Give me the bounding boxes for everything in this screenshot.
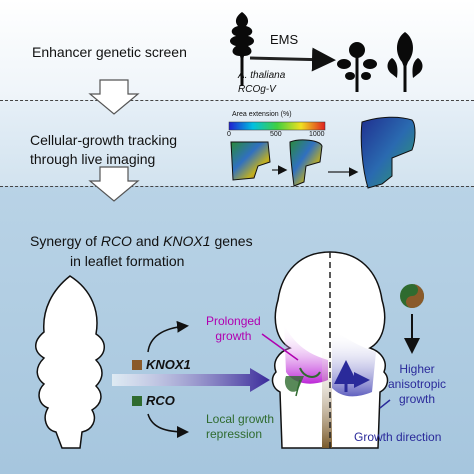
scale-tick: 0	[227, 131, 231, 138]
screen-title: Enhancer genetic screen	[32, 44, 187, 60]
heatmap-stage-2	[289, 139, 323, 187]
main-arrow	[112, 368, 270, 392]
knox1-legend-swatch	[132, 360, 142, 370]
anisotropic-growth-label: Higher anisotropic growth	[388, 362, 447, 406]
scale-title: Area extension (%)	[232, 111, 292, 118]
scale-tick: 1000	[309, 131, 325, 138]
rco-label: RCO	[146, 393, 175, 408]
leaflet-outline	[35, 275, 105, 449]
line-label: RCOg-V	[238, 84, 276, 95]
knox1-label: KNOX1	[146, 357, 191, 372]
mutant-plant-icon	[337, 42, 377, 92]
species-label: A. thaliana	[238, 70, 286, 81]
divider-line	[0, 100, 474, 101]
prolonged-growth-label: Prolonged growth	[206, 314, 261, 343]
scale-tick: 500	[270, 131, 282, 138]
color-scale-bar	[228, 121, 326, 131]
synergy-subtitle: in leaflet formation	[70, 253, 185, 269]
tracking-title-line2: through live imaging	[30, 151, 156, 167]
leaflet-detail	[271, 251, 389, 449]
rco-legend-swatch	[132, 396, 142, 406]
down-arrow-icon	[88, 166, 140, 202]
ems-arrow	[249, 47, 336, 72]
down-arrow-icon	[88, 79, 140, 115]
mutant-plant-icon	[387, 32, 423, 92]
growth-direction-label: Growth direction	[354, 430, 442, 444]
divider-line	[0, 186, 474, 187]
tracking-title-line1: Cellular-growth tracking	[30, 132, 178, 148]
ems-label: EMS	[270, 32, 299, 47]
yin-yang-icon	[400, 284, 424, 308]
heatmap-stage-3	[360, 116, 416, 189]
synergy-title: Synergy of RCO and KNOX1 genes	[30, 233, 253, 249]
local-repression-label: Local growth repression	[206, 412, 275, 441]
heatmap-stage-1	[230, 141, 271, 181]
leaf-silhouette-icon	[230, 12, 254, 86]
